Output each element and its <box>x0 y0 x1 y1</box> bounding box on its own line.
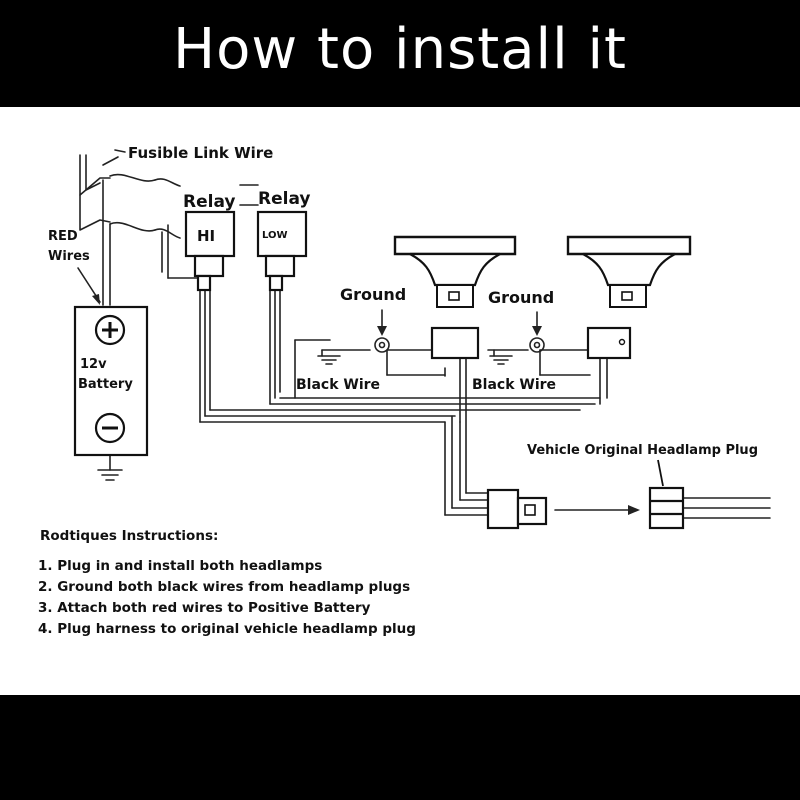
relay-hi-label: HI <box>197 227 215 245</box>
ground2-arrowhead <box>532 326 542 336</box>
vehicle-plug-label: Vehicle Original Headlamp Plug <box>527 443 758 458</box>
instructions-heading: Rodtiques Instructions: <box>40 528 219 544</box>
instructions-list: 1. Plug in and install both headlamps 2.… <box>38 558 638 637</box>
ground2-terminal <box>529 337 545 353</box>
ground1-terminal <box>374 337 390 353</box>
page-title: How to install it <box>173 17 627 82</box>
instruction-step: 3. Attach both red wires to Positive Bat… <box>38 600 371 616</box>
ground1-label: Ground <box>340 285 406 304</box>
harness-plug <box>486 488 548 530</box>
vehicle-original-plug <box>648 459 685 530</box>
vehicle-plug-leads <box>682 497 771 519</box>
bottom-bar <box>0 695 800 800</box>
ground1-arrowhead <box>377 326 387 336</box>
lamp2-wiring <box>539 349 608 405</box>
battery-label: Battery <box>78 377 133 392</box>
instruction-step: 4. Plug harness to original vehicle head… <box>38 621 416 637</box>
fusible-link-label: Fusible Link Wire <box>128 144 273 162</box>
fusible-link-wires <box>79 149 181 239</box>
relay-low-body <box>256 210 308 292</box>
relay-low-label: LOW <box>262 230 288 241</box>
battery-voltage-label: 12v <box>80 357 107 372</box>
instructions-block: Rodtiques Instructions: 1. Plug in and i… <box>38 528 638 642</box>
relay-hi-caption: Relay <box>183 192 235 212</box>
black-wire1-label: Black Wire <box>296 377 380 393</box>
ground2-symbol <box>487 349 529 365</box>
ground1-symbol <box>317 349 371 365</box>
battery-ground-symbol <box>97 454 123 481</box>
instruction-step: 1. Plug in and install both headlamps <box>38 558 323 574</box>
ground2-terminal-center <box>533 341 541 349</box>
headlamp-2 <box>566 235 692 360</box>
plug-arrowhead <box>628 505 640 515</box>
relay-low-caption: Relay <box>258 189 310 209</box>
harness-trunk <box>199 289 601 423</box>
plug-drop-wires <box>444 409 489 516</box>
battery-positive-sign <box>102 322 118 338</box>
ground2-label: Ground <box>488 288 554 307</box>
red-wires <box>102 179 111 306</box>
red-wires-arrowhead <box>92 294 100 305</box>
lamp1-wiring <box>386 349 467 423</box>
headlamp-1 <box>393 235 517 360</box>
red-wires-label-line2: Wires <box>48 249 90 264</box>
ground1-terminal-center <box>378 341 386 349</box>
black-wire2-label: Black Wire <box>472 377 556 393</box>
relay-leads <box>161 184 259 279</box>
instruction-step: 2. Ground both black wires from headlamp… <box>38 579 411 595</box>
title-bar: How to install it <box>0 0 800 107</box>
red-wires-label-line1: RED <box>48 229 78 244</box>
relay-hi-body <box>184 210 236 292</box>
